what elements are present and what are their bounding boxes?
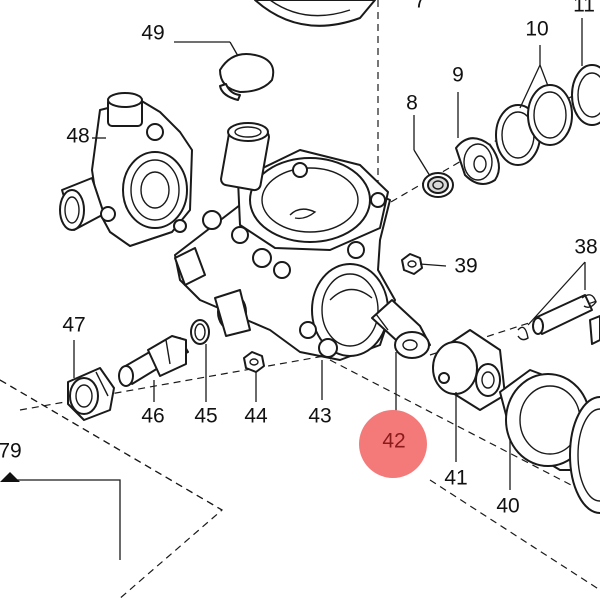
part-10-oring — [495, 84, 573, 166]
label-47: 47 — [62, 314, 85, 337]
frame-bottom — [429, 479, 600, 591]
part-49-cap — [219, 53, 275, 101]
part-38-pin — [517, 294, 600, 345]
part-46-fitting — [118, 335, 189, 387]
part-40-seal-cup — [499, 369, 600, 514]
label-44: 44 — [244, 405, 268, 428]
part-8-valve — [422, 172, 454, 198]
label-9: 9 — [452, 64, 464, 87]
label-39: 39 — [454, 255, 477, 278]
label-46: 46 — [141, 405, 164, 428]
marker-triangle-icon — [0, 472, 20, 482]
label-49: 49 — [141, 22, 164, 45]
label-45: 45 — [194, 405, 217, 428]
part-41-piston — [432, 329, 506, 411]
part-39-nut — [401, 253, 423, 275]
part-7-diaphragm — [254, 0, 376, 27]
label-8: 8 — [406, 92, 418, 115]
label-11: 11 — [573, 0, 595, 17]
label-40: 40 — [496, 495, 519, 518]
leader-lines — [10, 18, 586, 560]
label-7: 7 — [414, 0, 426, 13]
part-42-connecting-rod — [371, 299, 431, 359]
axis-40-41 — [329, 359, 600, 501]
label-43: 43 — [308, 405, 331, 428]
part-9-seat — [455, 137, 500, 185]
label-41: 41 — [444, 467, 467, 490]
part-labels: 7 8 9 10 11 38 39 40 41 42 43 44 45 46 4… — [0, 0, 598, 518]
label-48: 48 — [66, 125, 89, 148]
label-38: 38 — [574, 236, 597, 259]
part-48-valve-head — [59, 92, 193, 247]
label-79: 79 — [0, 440, 22, 463]
part-43-pump-body — [174, 122, 396, 361]
part-45-oring — [190, 319, 210, 345]
label-10: 10 — [525, 18, 548, 41]
part-44-nut — [243, 351, 265, 373]
frame-edge — [0, 379, 223, 511]
part-47-union-nut — [67, 367, 115, 421]
highlight-circle-42 — [359, 410, 427, 478]
part-11-oring — [571, 64, 600, 126]
label-42: 42 — [382, 430, 405, 453]
